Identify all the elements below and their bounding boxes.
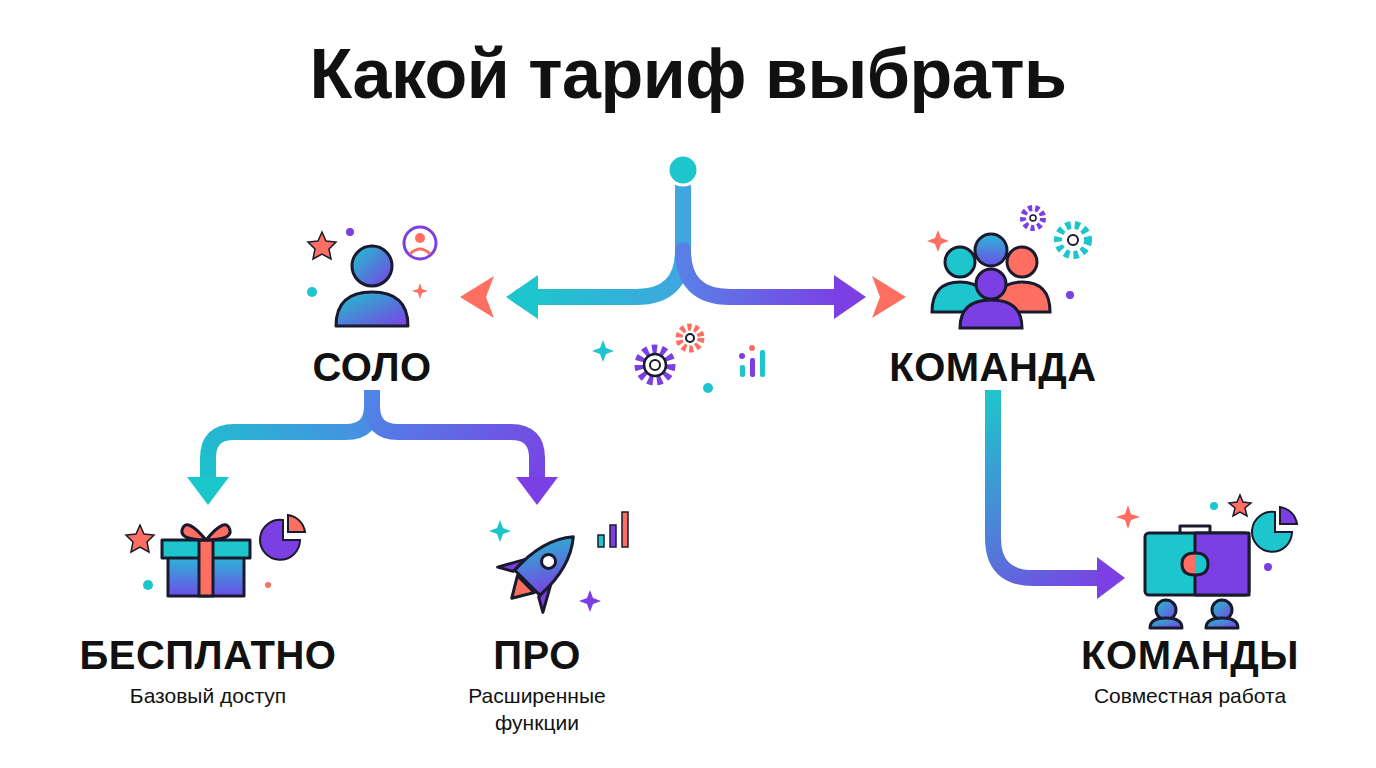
- sparkles: [307, 228, 428, 299]
- flow-arrow: [993, 390, 1125, 599]
- plan-group: КОМАНДА: [873, 222, 1113, 390]
- person-icon: [336, 227, 436, 326]
- flow-line: [208, 390, 372, 483]
- plan-name: БЕСПЛАТНО: [80, 632, 337, 678]
- gear-cluster: [592, 327, 765, 393]
- plan-description: Расширенные функции: [447, 682, 627, 736]
- puzzle-board-icon: [1145, 526, 1249, 628]
- split-connector: [460, 155, 906, 319]
- plan-option: ПРОРасширенные функции: [417, 505, 657, 736]
- rocket-icon: [489, 514, 596, 621]
- flow-arrow: [372, 390, 558, 505]
- plan-option: КОМАНДЫ Совместная работа: [1070, 520, 1310, 709]
- plan-name: КОМАНДЫ: [1081, 632, 1299, 678]
- flow-line: [372, 390, 537, 483]
- arrow-head: [187, 477, 229, 505]
- plan-group: СОЛО: [282, 222, 462, 390]
- arrow-head: [516, 477, 558, 505]
- gift-icon: [162, 525, 250, 596]
- plan-name: КОМАНДА: [889, 344, 1097, 390]
- team-icon: [932, 234, 1050, 328]
- gear-pair: [927, 208, 1088, 299]
- plan-description: Базовый доступ: [130, 682, 286, 709]
- sparkles: [1116, 495, 1297, 571]
- sparkles: [489, 512, 628, 612]
- diagram-title: Какой тариф выбрать: [0, 36, 1376, 113]
- flow-arrow: [187, 390, 372, 505]
- plan-name: ПРО: [493, 632, 581, 678]
- plan-description: Совместная работа: [1094, 682, 1286, 709]
- flow-line: [993, 390, 1103, 578]
- arrow-head: [1097, 557, 1125, 599]
- plan-name: СОЛО: [312, 344, 431, 390]
- sparkles: [126, 515, 305, 590]
- plan-option: БЕСПЛАТНО Базовый доступ: [68, 505, 348, 709]
